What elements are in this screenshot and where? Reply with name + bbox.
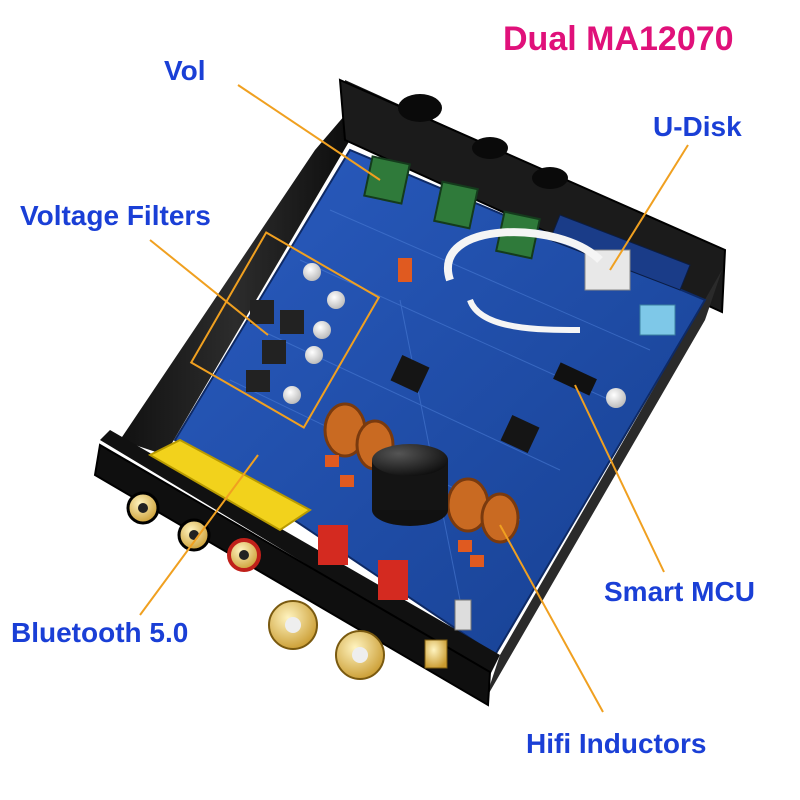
ribbon-cable	[443, 228, 603, 282]
amplifier-chip-1	[390, 354, 430, 394]
voltage-filter-highlight	[189, 231, 381, 429]
main-capacitor	[372, 444, 448, 526]
vol-callout: Vol	[164, 55, 206, 86]
amplifier-chip-2	[500, 414, 540, 454]
bluetooth-callout: Bluetooth 5.0	[11, 617, 189, 648]
rca-inputs	[126, 491, 261, 572]
callout-leader-lines	[139, 84, 689, 713]
volume-knobs	[398, 94, 568, 189]
voltage-filters-callout: Voltage Filters	[20, 200, 211, 231]
antenna-connector	[424, 599, 472, 669]
amplifier-chassis	[93, 78, 727, 707]
speaker-terminals	[268, 525, 408, 680]
smart-mcu-callout: Smart MCU	[604, 576, 755, 607]
smart-mcu-chip	[553, 362, 597, 396]
voltage-filter-components	[246, 263, 345, 404]
product-title: Dual MA12070	[503, 20, 734, 58]
hifi-inductors-callout: Hifi Inductors	[526, 728, 707, 759]
u-disk-callout: U-Disk	[653, 111, 742, 142]
hifi-inductors	[323, 402, 520, 544]
yellow-connector	[147, 438, 312, 532]
